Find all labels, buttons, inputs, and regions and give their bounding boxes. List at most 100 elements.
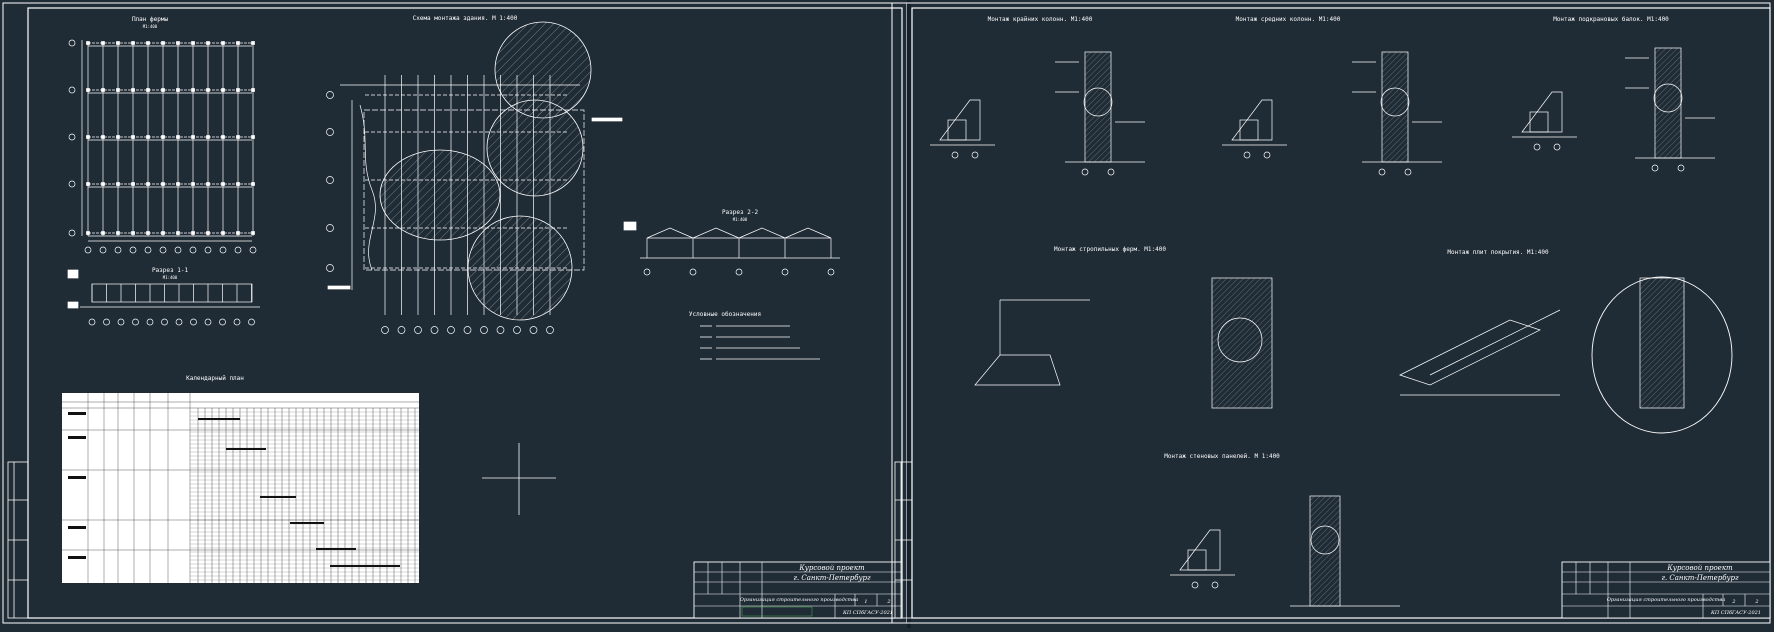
grid-axis-bubble <box>447 326 455 334</box>
grid-axis-bubble <box>190 318 197 326</box>
truss <box>692 227 740 239</box>
grid-axis-bubble <box>144 246 152 254</box>
column-mark <box>221 135 225 139</box>
detail-callout-circle <box>1310 525 1340 555</box>
grid-axis-bubble <box>326 176 334 184</box>
column-mark <box>206 88 210 92</box>
grid-axis-bubble <box>951 151 959 159</box>
grid-axis-bubble <box>689 268 697 276</box>
column-mark <box>176 231 180 235</box>
grid-axis-bubble <box>1081 168 1089 176</box>
layout-title: Схема монтажа здания. М 1:400 <box>413 15 518 22</box>
grid-axis-bubble <box>249 246 257 254</box>
sheet-1-inner-frame <box>27 7 903 619</box>
crane-route <box>363 109 585 271</box>
legend: Условные обозначения <box>689 311 820 360</box>
sheet-2-margin-boxes <box>894 461 913 619</box>
grid-axis-bubble <box>174 246 182 254</box>
sheet-2-inner-frame <box>911 7 1771 619</box>
annotation-bar <box>327 285 351 290</box>
column-mark <box>176 41 180 45</box>
grid-axis-bubble <box>463 326 472 334</box>
stamp-2-line1: Курсовой проект <box>1666 564 1733 572</box>
schedule-bar <box>260 496 296 498</box>
grid-axis-bubble <box>146 318 154 326</box>
column-mark <box>161 231 165 235</box>
column-mark <box>146 182 150 186</box>
grid-axis-bubble <box>117 318 125 326</box>
schedule-bar <box>290 522 324 524</box>
column-mark <box>86 41 90 45</box>
crane-detail-box <box>947 119 967 141</box>
sheet-2: Монтаж крайних колонн. М1:400 Монтаж сре… <box>891 2 1771 624</box>
stamp-1-code: КП СПбГАСУ-2021 <box>842 609 893 616</box>
column-mark <box>86 231 90 235</box>
stamp-2-line2: г. Санкт-Петербург <box>1661 574 1739 582</box>
schedule-bar <box>316 548 356 550</box>
annotation-bar <box>591 117 623 122</box>
grid-axis-bubble <box>132 318 139 326</box>
column-mark <box>161 182 165 186</box>
grid-axis-bubble <box>233 318 241 326</box>
sheet-1-margin-boxes <box>7 461 29 619</box>
column-mark <box>206 41 210 45</box>
column-mark <box>251 41 255 45</box>
section-1-1-title: Разрез 1-1 <box>152 267 189 274</box>
column-mark <box>221 182 225 186</box>
column-mark <box>116 135 120 139</box>
schedule-text-block <box>68 556 86 559</box>
grid-axis-bubble <box>1533 143 1541 151</box>
plan-scale: М1:400 <box>143 24 158 29</box>
column-mark <box>191 182 195 186</box>
column-mark <box>131 182 135 186</box>
section-2-2: Разрез 2-2 М1:400 <box>623 209 840 276</box>
grid-axis-bubble <box>204 318 212 326</box>
crane-detail-box <box>1239 119 1259 141</box>
plan-title: План фермы <box>132 16 169 23</box>
slab-detail <box>1399 319 1541 386</box>
grid-axis-bubble <box>234 246 242 254</box>
column-mark <box>206 231 210 235</box>
sheet-gap <box>907 0 911 628</box>
stamp-1-sheet: 1 <box>864 599 867 605</box>
detail-5-zoom-circle <box>1591 276 1733 434</box>
crane-zone-4 <box>379 149 501 241</box>
column-mark <box>101 231 105 235</box>
schedule-text-block <box>68 526 86 529</box>
grid-axis-bubble <box>1677 164 1685 172</box>
stamp-1-line2: г. Санкт-Петербург <box>793 574 871 582</box>
column-mark <box>101 41 105 45</box>
detail-4-title: Монтаж стропильных ферм. М1:400 <box>1054 246 1166 253</box>
crane-path <box>351 100 376 290</box>
column-mark <box>86 135 90 139</box>
grid-axis-bubble <box>643 268 651 276</box>
column-mark <box>161 41 165 45</box>
column-mark <box>116 41 120 45</box>
column-mark <box>176 88 180 92</box>
grid-axis-bubble <box>161 318 168 326</box>
grid-axis-bubble <box>99 246 107 254</box>
schedule-bar <box>330 565 400 567</box>
schedule: Календарный план <box>62 375 419 583</box>
crane-detail-box <box>1187 549 1207 571</box>
column-mark <box>236 41 240 45</box>
column-mark <box>236 182 240 186</box>
label-block <box>67 301 79 309</box>
column-detail-body <box>1654 47 1682 159</box>
detail-callout-circle <box>1083 87 1113 117</box>
column-mark <box>251 182 255 186</box>
label-block <box>623 221 637 231</box>
crane-detail <box>939 99 981 141</box>
column-mark <box>131 231 135 235</box>
column-mark <box>251 231 255 235</box>
schedule-text-block <box>68 476 86 479</box>
schedule-bar <box>226 448 266 450</box>
grid-axis-bubble <box>381 326 389 334</box>
sheet-1: План фермы М1:400 Разрез 1-1 М1:400 Схем… <box>2 2 908 624</box>
grid-axis-bubble <box>513 326 521 334</box>
truss-detail <box>974 354 1061 386</box>
column-mark <box>116 231 120 235</box>
grid-axis-bubble <box>129 246 137 254</box>
title-block-2: Курсовой проект г. Санкт-Петербург Орган… <box>1561 561 1771 619</box>
